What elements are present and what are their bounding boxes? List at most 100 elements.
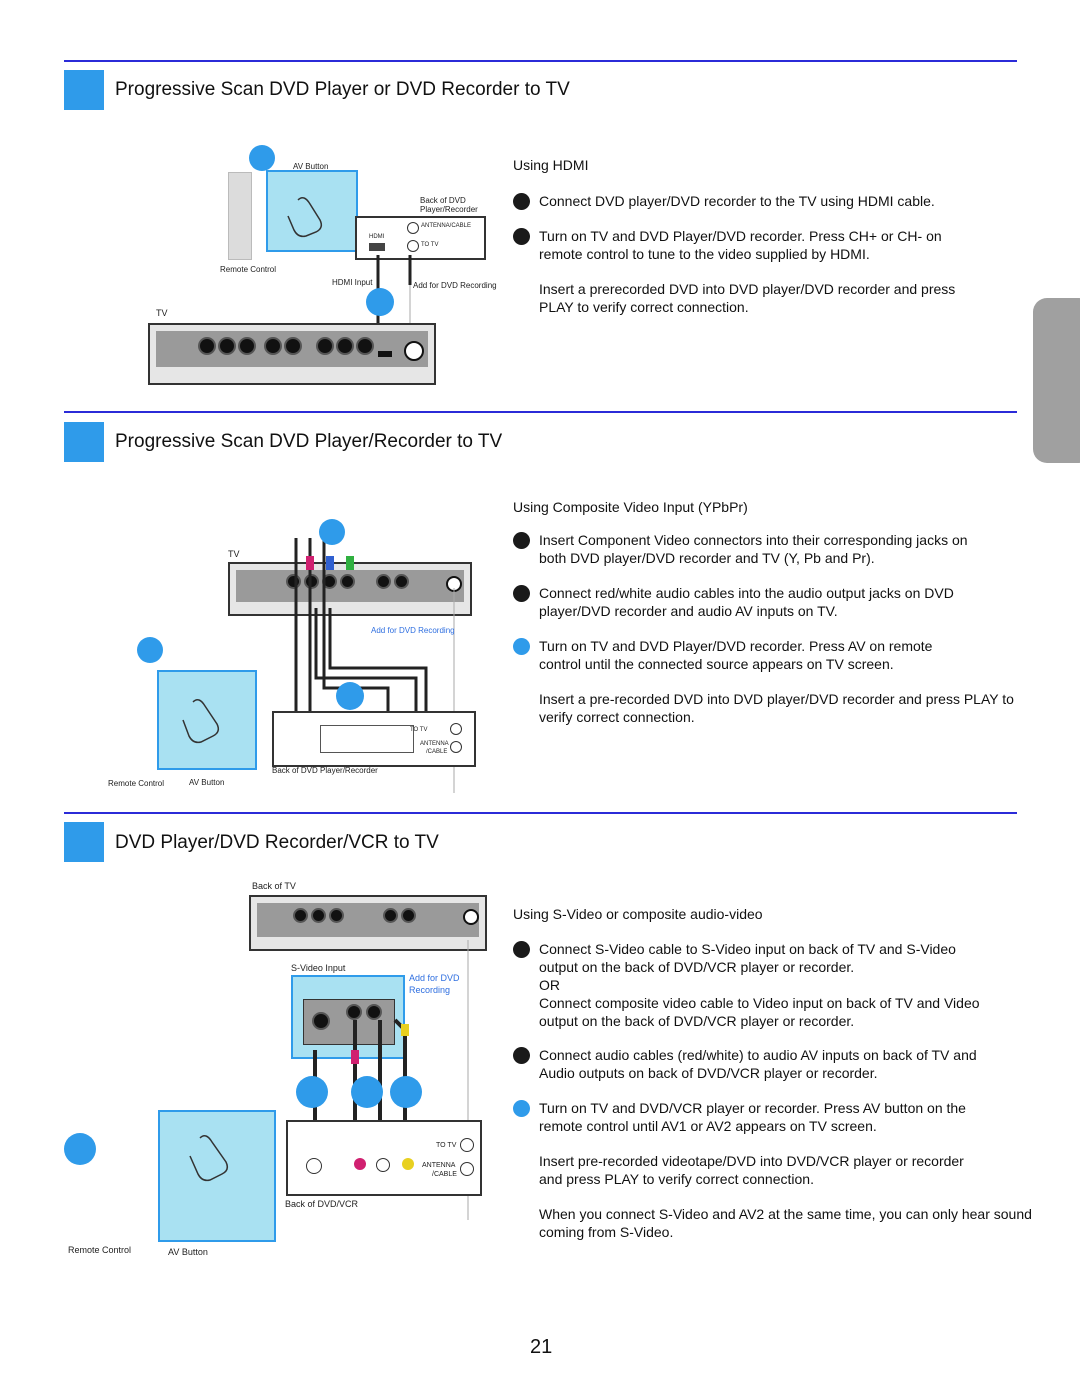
to-tv-label: TO TV [410, 727, 428, 733]
section-1-marker [64, 70, 104, 110]
step-text: verify correct connection. [539, 709, 695, 725]
step-marker [351, 1076, 383, 1108]
section-2-subtitle: Using Composite Video Input (YPbPr) [513, 499, 748, 515]
av-button-label: AV Button [189, 778, 225, 787]
step-text: Insert Component Video connectors into t… [539, 532, 968, 548]
step-text: player/DVD recorder and audio AV inputs … [539, 603, 838, 619]
tv-jack [293, 908, 308, 923]
hdmi-port-label: HDMI [369, 234, 385, 240]
remote-control-label: Remote Control [220, 265, 277, 274]
step-text: remote control until AV1 or AV2 appears … [539, 1118, 877, 1134]
remote-hand-card [158, 1110, 276, 1242]
section-3-title: DVD Player/DVD Recorder/VCR to TV [115, 832, 439, 853]
step-text: Insert a prerecorded DVD into DVD player… [539, 281, 956, 297]
step-bullet [513, 941, 530, 958]
section-1-title: Progressive Scan DVD Player or DVD Recor… [115, 79, 570, 100]
section-3-step-2: Connect audio cables (red/white) to audi… [513, 1046, 1043, 1082]
step-bullet [513, 1047, 530, 1064]
to-tv-jack [450, 723, 462, 735]
section-3-subtitle: Using S-Video or composite audio-video [513, 906, 763, 922]
dvd-vcr-back-panel: TO TV ANTENNA /CABLE [286, 1120, 482, 1196]
section-2-rule [64, 411, 1017, 413]
step-marker [336, 682, 364, 710]
step-text: and press PLAY to verify correct connect… [539, 1171, 814, 1187]
s-video-input-label: S-Video Input [291, 963, 346, 973]
tv-jack [376, 574, 391, 589]
to-tv-label: TO TV [421, 242, 439, 248]
audio-r-jack [354, 1158, 366, 1170]
tv-antenna-jack [404, 341, 424, 361]
to-tv-jack [407, 240, 419, 252]
step-marker [64, 1133, 96, 1165]
tv-jack [340, 574, 355, 589]
step-text: output on the back of DVD/VCR player or … [539, 1013, 855, 1029]
remote-control-label: Remote Control [108, 779, 165, 788]
back-of-dvd-label: Back of DVD Player/Recorder [272, 766, 378, 775]
hand-press-icon [189, 1135, 229, 1182]
player-recorder-label: Player/Recorder [420, 205, 478, 214]
step-text: Turn on TV and DVD Player/DVD recorder. … [539, 228, 942, 244]
step-bullet [513, 228, 530, 245]
section-3-marker [64, 822, 104, 862]
step-text: Turn on TV and DVD Player/DVD recorder. … [539, 638, 933, 654]
antenna-jack [450, 741, 462, 753]
section-2-step-3: Turn on TV and DVD Player/DVD recorder. … [513, 637, 1043, 673]
tv-jack-area [257, 903, 479, 937]
section-3-step-4: Insert pre-recorded videotape/DVD into D… [513, 1152, 1043, 1188]
antenna-jack [460, 1162, 474, 1176]
cable-label: /CABLE [432, 1171, 457, 1178]
section-1-step-1: Connect DVD player/DVD recorder to the T… [513, 192, 1033, 210]
section-2-step-1: Insert Component Video connectors into t… [513, 531, 1043, 567]
tv-jack [346, 1004, 362, 1020]
step-text: OR [539, 977, 560, 993]
step-marker [366, 288, 394, 316]
step-text: Insert pre-recorded videotape/DVD into D… [539, 1153, 964, 1169]
tv-label: TV [228, 549, 240, 559]
tv-label: TV [156, 308, 168, 318]
step-text: Connect S-Video cable to S-Video input o… [539, 941, 956, 957]
step-bullet [513, 585, 530, 602]
step-text: Insert a pre-recorded DVD into DVD playe… [539, 691, 1014, 707]
s-video-out-jack [306, 1158, 322, 1174]
section-1-step-2: Turn on TV and DVD Player/DVD recorder. … [513, 227, 1033, 263]
tv-back-panel [148, 323, 436, 385]
hdmi-input-label: HDMI Input [332, 278, 373, 287]
step-bullet [513, 638, 530, 655]
step-marker [249, 145, 275, 171]
tv-back-panel [228, 562, 472, 616]
step-text: PLAY to verify correct connection. [539, 299, 749, 315]
add-for-dvd-label: Add for DVD [409, 973, 460, 983]
step-text: remote control to tune to the video supp… [539, 246, 870, 262]
tv-jack [401, 908, 416, 923]
step-text: Connect DVD player/DVD recorder to the T… [539, 193, 935, 209]
side-tab [1033, 298, 1080, 463]
section-1-rule [64, 60, 1017, 62]
remote-hand-card [157, 670, 257, 770]
tv-jack [238, 337, 256, 355]
tv-jack [383, 908, 398, 923]
tv-jack [316, 337, 334, 355]
antenna-cable-label: ANTENNA/CABLE [421, 223, 472, 229]
step-text: Connect composite video cable to Video i… [539, 995, 980, 1011]
dvd-output-block [320, 725, 414, 753]
step-bullet [513, 1100, 530, 1117]
step-marker [390, 1076, 422, 1108]
add-for-dvd-label: Recording [409, 985, 451, 995]
add-for-dvd-label: Add for DVD Recording [413, 281, 497, 290]
section-2-title: Progressive Scan DVD Player/Recorder to … [115, 431, 503, 452]
section-2-step-2: Connect red/white audio cables into the … [513, 584, 1043, 620]
tv-jack [311, 908, 326, 923]
to-tv-jack [460, 1138, 474, 1152]
tv-jack-area [236, 570, 464, 602]
section-1-step-3: Insert a prerecorded DVD into DVD player… [513, 280, 1033, 316]
av-button-label: AV Button [168, 1247, 208, 1257]
tv-hdmi-port [378, 351, 392, 357]
step-text: Turn on TV and DVD/VCR player or recorde… [539, 1100, 966, 1116]
step-text: both DVD player/DVD recorder and TV (Y, … [539, 550, 875, 566]
step-marker [296, 1076, 328, 1108]
step-text: output on the back of DVD/VCR player or … [539, 959, 855, 975]
dvd-back-panel: TO TV ANTENNA /CABLE [272, 711, 476, 767]
step-text: Audio outputs on back of DVD/VCR player … [539, 1065, 878, 1081]
section-3-step-1: Connect S-Video cable to S-Video input o… [513, 940, 1043, 1030]
section-3-step-3: Turn on TV and DVD/VCR player or recorde… [513, 1099, 1043, 1135]
